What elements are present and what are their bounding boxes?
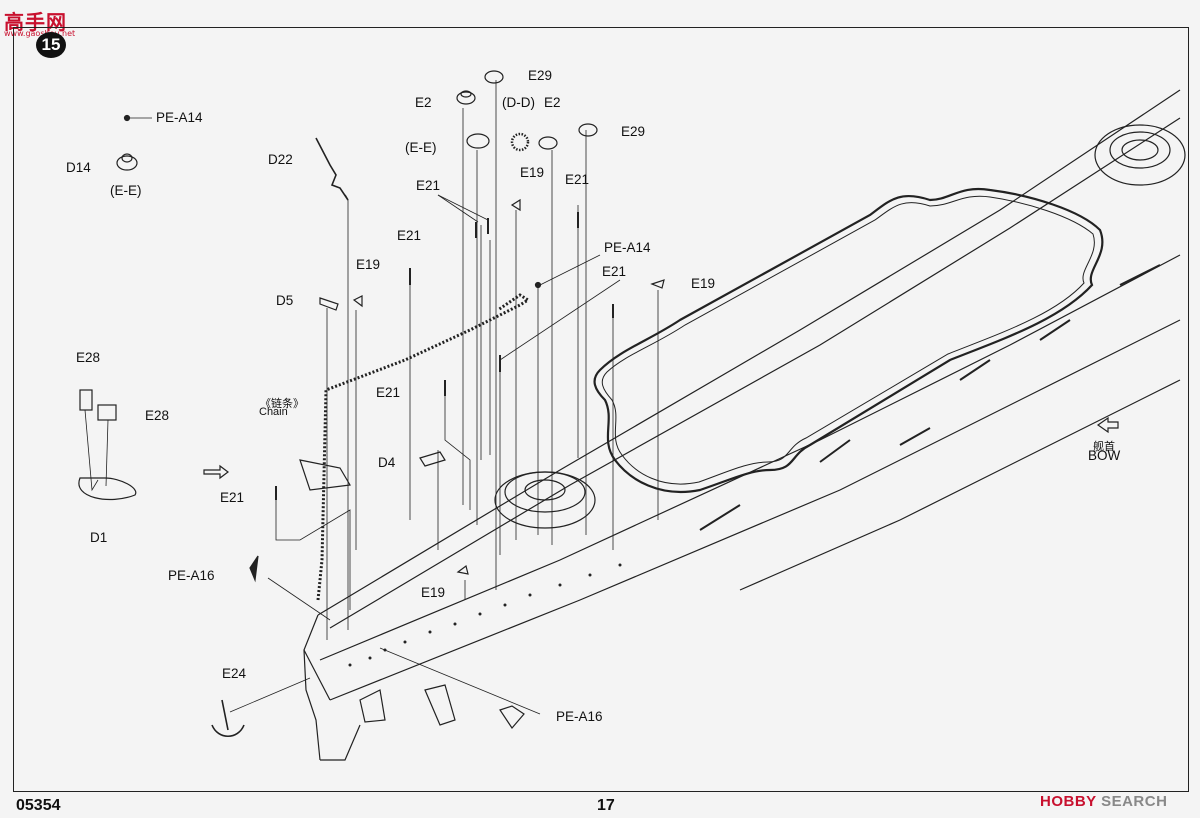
- part-e-e-mid: [466, 133, 490, 149]
- label-chain-cn: 《链条》: [260, 398, 304, 410]
- part-d22: [315, 137, 349, 201]
- part-e28-a: [79, 389, 93, 411]
- label-d22: D22: [268, 152, 293, 167]
- label-e29-b: E29: [621, 124, 646, 139]
- page-number: 17: [597, 797, 615, 814]
- label-e28-b: E28: [145, 408, 170, 423]
- label-chain-en: Chain: [259, 406, 288, 418]
- label-pe-a14-top: PE-A14: [156, 110, 203, 125]
- label-pe-a16-b: PE-A16: [556, 709, 603, 724]
- part-e2-b: [538, 136, 558, 150]
- label-d5: D5: [276, 293, 294, 308]
- label-e29-a: E29: [528, 68, 553, 83]
- step-number-badge: 15: [36, 32, 66, 58]
- arrow-bow: [1096, 416, 1119, 434]
- label-e28-a: E28: [76, 350, 101, 365]
- part-d14: [116, 155, 138, 171]
- label-e19-d: E19: [421, 585, 446, 600]
- propeller-b: [424, 684, 456, 726]
- part-e19-c: [650, 279, 665, 289]
- part-e29-b: [578, 123, 598, 137]
- label-e-e-mid: (E-E): [405, 140, 437, 155]
- hull-deck-edge-inner: [329, 117, 1181, 629]
- part-d5: [319, 297, 339, 311]
- hull-waterline: [739, 379, 1181, 591]
- label-pe-a16-a: PE-A16: [168, 568, 215, 583]
- hull-deck-edge-outer: [317, 89, 1181, 616]
- label-pe-a14-mid: PE-A14: [604, 240, 651, 255]
- part-e19-a: [352, 295, 363, 308]
- stern-skeg: [320, 724, 361, 761]
- label-bow-cn: 舰首: [1093, 441, 1115, 453]
- label-d1: D1: [90, 530, 108, 545]
- part-pe-a14-a: [123, 114, 131, 122]
- label-e2-b: E2: [544, 95, 561, 110]
- part-pe-a16-b: [499, 705, 525, 729]
- label-e21-f: E21: [220, 490, 245, 505]
- watermark-logo: 高手网: [4, 10, 67, 34]
- label-d-d: (D-D): [502, 95, 535, 110]
- part-pe-a14-b: [534, 281, 542, 289]
- label-e21-d: E21: [602, 264, 627, 279]
- label-e19-b: E19: [356, 257, 381, 272]
- portholes: [348, 563, 622, 667]
- label-e21-e: E21: [376, 385, 401, 400]
- label-d14: D14: [66, 160, 91, 175]
- aft-turret-base: [1094, 124, 1186, 186]
- anchor-chain: [316, 293, 531, 601]
- label-e19-a: E19: [520, 165, 545, 180]
- brand-search: SEARCH: [1101, 793, 1168, 810]
- label-e-e-left: (E-E): [110, 183, 142, 198]
- watermark-url: www.gaoshou.net: [4, 29, 76, 38]
- label-e24: E24: [222, 666, 247, 681]
- part-e2-a: [456, 91, 476, 105]
- part-d-d: [510, 132, 530, 152]
- part-e29-a: [484, 70, 504, 84]
- anchor-e24: [211, 699, 245, 738]
- part-d1: [78, 477, 137, 501]
- label-e2-a: E2: [415, 95, 432, 110]
- part-d1-hawse: [299, 459, 351, 491]
- bow-stem: [303, 614, 321, 761]
- label-e21-c: E21: [397, 228, 422, 243]
- part-pe-a16-a: [249, 555, 259, 583]
- hobby-search-logo: HOBBY SEARCH: [1040, 793, 1167, 810]
- kit-code: 05354: [16, 797, 61, 814]
- part-d4: [419, 451, 446, 467]
- label-e19-c: E19: [691, 276, 716, 291]
- part-e28-b: [97, 404, 117, 421]
- label-bow-en: BOW: [1088, 448, 1121, 463]
- page-frame: [13, 27, 1189, 792]
- label-e21-b: E21: [565, 172, 590, 187]
- arrow-right: [203, 464, 229, 480]
- label-e21-a: E21: [416, 178, 441, 193]
- part-e19-d: [456, 564, 469, 575]
- label-d4: D4: [378, 455, 396, 470]
- hull-side-lower: [329, 319, 1181, 701]
- brand-hobby: HOBBY: [1040, 793, 1097, 810]
- propeller-a: [359, 689, 386, 723]
- part-e19-b: [510, 198, 521, 212]
- deck-house-outline: [593, 187, 1104, 494]
